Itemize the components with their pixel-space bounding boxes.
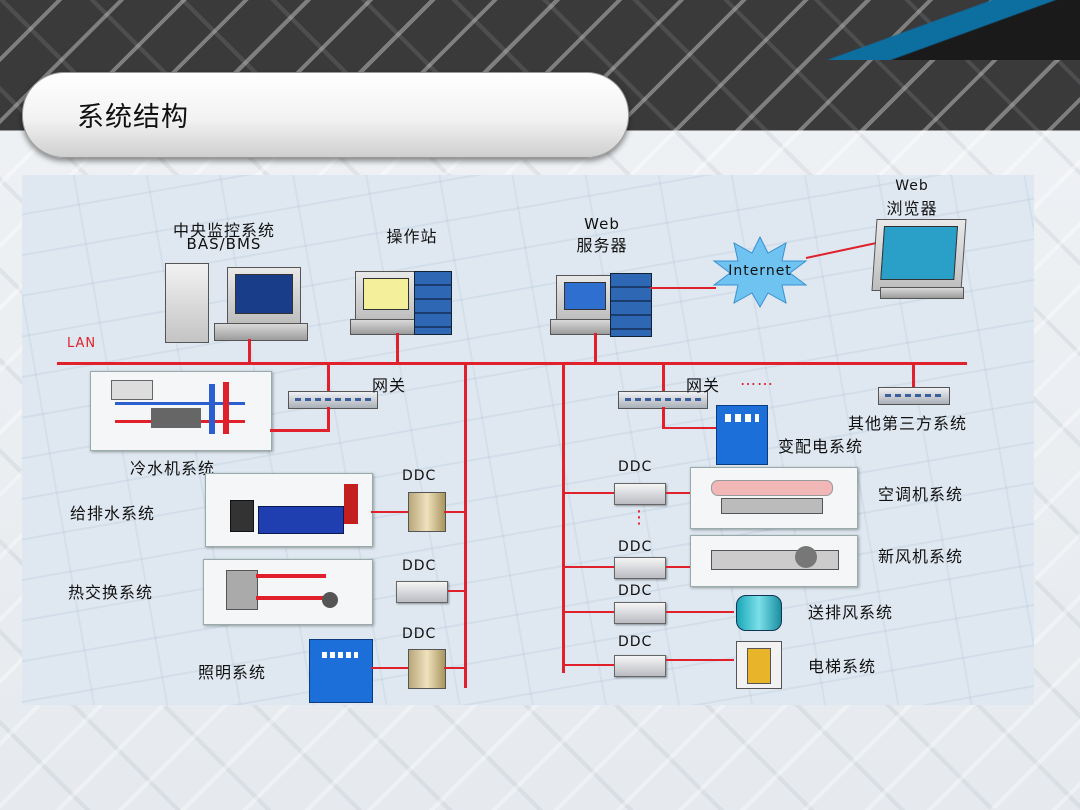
lan-bus xyxy=(57,362,967,365)
lighting-panel xyxy=(309,639,373,703)
ac-unit-label: 空调机系统 xyxy=(878,485,964,504)
web-server-rack xyxy=(610,273,652,337)
web-browser-monitor xyxy=(871,219,967,291)
web-server-label-line2: 服务器 xyxy=(576,236,628,255)
heat-exchange-label: 热交换系统 xyxy=(68,583,154,602)
central-keyboard xyxy=(214,323,308,341)
web-browser-label-line1: Web xyxy=(895,178,929,194)
central-label-line2: BAS/BMS xyxy=(186,235,262,253)
right-ddc-bus xyxy=(562,363,565,673)
ventilation-ddc-link xyxy=(565,611,614,613)
server-internet-link xyxy=(650,287,716,289)
operator-link xyxy=(396,333,399,363)
central-monitor xyxy=(227,267,301,325)
gateway-left-label: 网关 xyxy=(372,376,407,395)
fresh-air-ddc-link xyxy=(565,566,614,568)
ddc-more-dots: ⋮ xyxy=(630,507,649,528)
operator-rack xyxy=(414,271,452,335)
central-label-line1: 中央监控系统 xyxy=(172,221,275,240)
heat-exchange-ddc-link xyxy=(448,590,464,592)
operator-keyboard xyxy=(350,319,422,335)
substation-h-link xyxy=(662,427,716,429)
lighting-ddc-link xyxy=(444,667,464,669)
heat-exchange-ddc xyxy=(396,581,448,603)
gateway-dots: …… xyxy=(740,370,774,389)
chiller-gateway-link xyxy=(327,407,330,432)
slide-title: 系统结构 xyxy=(77,102,189,133)
elevator-ddc xyxy=(614,655,666,677)
ac-ddc xyxy=(614,483,666,505)
fresh-air-ddc-label: DDC xyxy=(618,539,653,555)
water-ddc-link xyxy=(444,511,464,513)
operator-monitor xyxy=(355,271,417,321)
chiller-diagram xyxy=(90,371,272,451)
gateway-right-link xyxy=(662,363,665,391)
ac-link xyxy=(666,492,690,494)
water-ddc-label: DDC xyxy=(402,468,437,484)
web-browser-label-line2: 浏览器 xyxy=(886,199,938,218)
ac-unit-diagram xyxy=(690,467,858,529)
ventilation-ddc xyxy=(614,602,666,624)
substation-v-link xyxy=(662,407,665,427)
fresh-air-label: 新风机系统 xyxy=(878,547,964,566)
fan-icon xyxy=(736,595,782,631)
internet-cloud-icon xyxy=(712,235,808,309)
chiller-label: 冷水机系统 xyxy=(130,459,216,478)
elevator-ddc-label: DDC xyxy=(618,634,653,650)
fresh-air-diagram xyxy=(690,535,858,587)
title-bar: 系统结构 xyxy=(22,72,629,158)
web-server-link xyxy=(594,333,597,363)
third-party-link xyxy=(912,363,915,387)
water-link xyxy=(371,511,408,513)
elevator-label: 电梯系统 xyxy=(808,657,877,676)
elevator-icon xyxy=(736,641,782,689)
ac-ddc-label: DDC xyxy=(618,459,653,475)
water-diagram xyxy=(205,473,373,547)
substation-panel xyxy=(716,405,768,465)
central-link xyxy=(248,339,251,363)
web-server-monitor xyxy=(556,275,614,321)
fresh-air-ddc xyxy=(614,557,666,579)
water-label: 给排水系统 xyxy=(70,504,156,523)
fresh-air-link xyxy=(666,566,690,568)
internet-label: Internet xyxy=(728,263,792,279)
third-party-device xyxy=(878,387,950,405)
ventilation-link xyxy=(666,611,734,613)
operator-station-label: 操作站 xyxy=(386,227,438,246)
web-browser-stand xyxy=(880,287,964,299)
gateway-right-label: 网关 xyxy=(686,376,721,395)
gateway-left-link xyxy=(327,363,330,391)
elevator-ddc-link xyxy=(565,664,614,666)
top-accent xyxy=(820,0,1080,60)
ac-ddc-link xyxy=(565,492,614,494)
ventilation-label: 送排风系统 xyxy=(808,603,894,622)
left-ddc-bus xyxy=(464,363,467,688)
web-server-label-line1: Web xyxy=(584,215,620,233)
ventilation-ddc-label: DDC xyxy=(618,583,653,599)
central-server-tower xyxy=(165,263,209,343)
water-ddc xyxy=(408,492,446,532)
heat-exchange-ddc-label: DDC xyxy=(402,558,437,574)
lighting-link xyxy=(371,667,408,669)
lighting-ddc-label: DDC xyxy=(402,626,437,642)
lighting-label: 照明系统 xyxy=(198,663,267,682)
third-party-label: 其他第三方系统 xyxy=(848,414,968,433)
gateway-left-device xyxy=(288,391,378,409)
system-diagram: LAN 中央监控系统 BAS/BMS 操作站 Web 服务器 Internet … xyxy=(22,175,1034,705)
heat-exchange-diagram xyxy=(203,559,373,625)
web-server-keyboard xyxy=(550,319,618,335)
lighting-ddc xyxy=(408,649,446,689)
substation-label: 变配电系统 xyxy=(778,437,864,456)
elevator-link xyxy=(666,659,734,661)
lan-label: LAN xyxy=(67,336,97,351)
chiller-link xyxy=(270,429,328,432)
